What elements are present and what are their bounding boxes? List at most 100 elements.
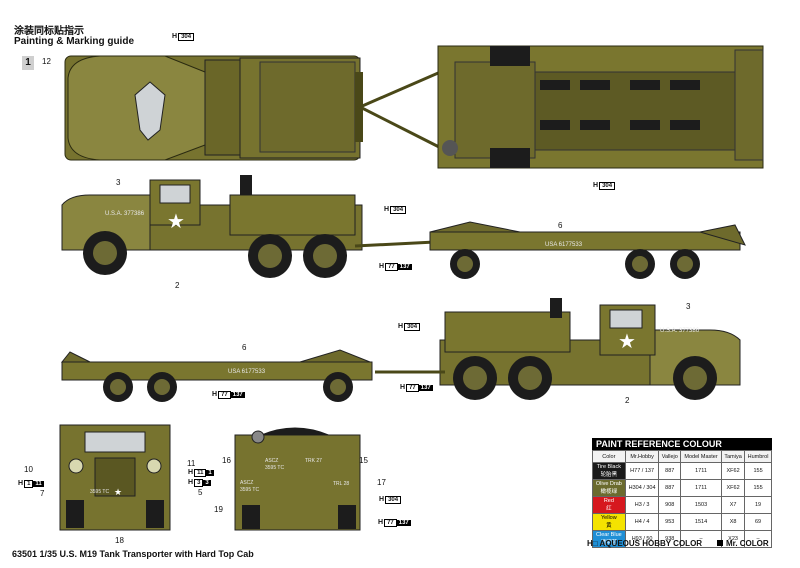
paint-table-title: PAINT REFERENCE COLOUR <box>592 438 772 450</box>
callout-2b: 2 <box>625 396 630 405</box>
col-model-master: Model Master <box>680 450 723 463</box>
page-number: 1 <box>22 56 34 70</box>
legend-mr-color: Mr. COLOR <box>717 539 769 548</box>
paint-mrhobby: H4 / 4 <box>624 513 660 531</box>
title-chinese: 涂装同标贴指示 <box>14 26 84 37</box>
mr-color-square-icon <box>717 540 723 546</box>
truck-side-view-right: ★ U.S.A. 377386 <box>439 298 741 400</box>
truck-top-view <box>64 55 363 161</box>
col-color: Color <box>592 450 626 463</box>
callout-6a: 6 <box>558 221 563 230</box>
trailer-side-view-right: USA 6177533 <box>429 221 746 279</box>
paint-model-master: 1503 <box>680 496 723 514</box>
paint-humbrol: – <box>744 530 772 548</box>
paint-tamiya: X8 <box>721 513 746 531</box>
paint-name: Yellow <box>601 515 617 521</box>
paint-tamiya: XF62 <box>721 462 746 480</box>
paint-name-zh: 黄 <box>606 523 612 529</box>
callout-3b: 3 <box>686 302 691 311</box>
callout-10: 10 <box>24 465 33 474</box>
paint-tamiya: XF62 <box>721 479 746 497</box>
front-tc-marking: 3595 TC <box>90 489 109 495</box>
paint-model-master: 1711 <box>680 479 723 497</box>
paint-humbrol: 69 <box>744 513 772 531</box>
paint-vallejo: 953 <box>658 513 682 531</box>
callout-7: 7 <box>40 489 45 498</box>
paint-humbrol: 19 <box>744 496 772 514</box>
truck-rear-view: ASCZ 3595 TC TRK 27 ASCZ 3595 TC TRL 28 <box>234 427 361 531</box>
paint-name: Clear Blue <box>596 532 622 538</box>
legend-aqueous: H□ AQUEOUS HOBBY COLOR <box>587 539 703 548</box>
paint-mrhobby: H3 / 3 <box>624 496 660 514</box>
paint-reference-table: PAINT REFERENCE COLOUR Color Mr.Hobby Va… <box>592 438 772 548</box>
callout-11: 11 <box>187 459 196 468</box>
paint-model-master: 1514 <box>680 513 723 531</box>
paint-name: Olive Drab <box>595 481 622 487</box>
col-tamiya: Tamiya <box>721 450 746 463</box>
paint-swatch: Clear Blue 透明蓝 <box>592 530 626 548</box>
paint-swatch: Olive Drab 橄榄绿 <box>592 479 626 497</box>
rear-tc: 3595 TC <box>265 465 284 471</box>
callout-17: 17 <box>377 478 386 487</box>
col-vallejo: Vallejo <box>658 450 682 463</box>
paint-tamiya: X7 <box>721 496 746 514</box>
usa-marking-truck-2: U.S.A. 377386 <box>660 328 700 334</box>
callout-6b: 6 <box>242 343 247 352</box>
callout-3a: 3 <box>116 178 121 187</box>
paint-vallejo: 887 <box>658 462 682 480</box>
usa-marking-trailer-1: USA 6177533 <box>545 242 583 248</box>
paint-mrhobby: H77 / 137 <box>624 462 660 480</box>
callout-19: 19 <box>214 505 223 514</box>
paint-model-master: 1711 <box>680 462 723 480</box>
paint-name-zh: 橄榄绿 <box>600 489 618 495</box>
title-english: Painting & Marking guide <box>14 36 135 47</box>
svg-text:★: ★ <box>114 487 122 497</box>
paint-model-master: – <box>680 530 723 548</box>
truck-front-view: ★ 3595 TC <box>59 424 171 531</box>
svg-text:★: ★ <box>167 211 185 233</box>
paint-humbrol: 155 <box>744 479 772 497</box>
trailer-top-view <box>437 45 764 169</box>
svg-text:★: ★ <box>618 331 636 353</box>
rear-ascz: ASCZ <box>265 458 278 464</box>
paint-mrhobby: H304 / 304 <box>624 479 660 497</box>
paint-name: Red <box>603 498 614 504</box>
usa-marking-truck-1: U.S.A. 377386 <box>105 211 145 217</box>
paint-name-zh: 透明蓝 <box>600 540 618 546</box>
callout-5: 5 <box>198 488 203 497</box>
paint-swatch: Tire Black 轮胎黑 <box>592 462 626 480</box>
callout-12: 12 <box>42 57 51 66</box>
callout-2a: 2 <box>175 281 180 290</box>
rear-side-tc: 3595 TC <box>240 487 259 493</box>
footer-product-line: 63501 1/35 U.S. M19 Tank Transporter wit… <box>12 549 254 559</box>
paint-vallejo: 938 <box>658 530 682 548</box>
paint-vallejo: 887 <box>658 479 682 497</box>
callout-16: 16 <box>222 456 231 465</box>
paint-name: Tire Black <box>596 464 621 470</box>
col-mrhobby: Mr.Hobby <box>624 450 660 463</box>
paint-vallejo: 908 <box>658 496 682 514</box>
rear-trl: TRL 28 <box>333 481 349 487</box>
col-humbrol: Humbrol <box>744 450 772 463</box>
paint-name-zh: 轮胎黑 <box>600 472 618 478</box>
rear-trk: TRK 27 <box>305 458 322 464</box>
paint-swatch: Yellow 黄 <box>592 513 626 531</box>
paint-table-grid: Color Mr.Hobby Vallejo Model Master Tami… <box>592 450 772 548</box>
paint-mrhobby: H93 / 50 <box>624 530 660 548</box>
